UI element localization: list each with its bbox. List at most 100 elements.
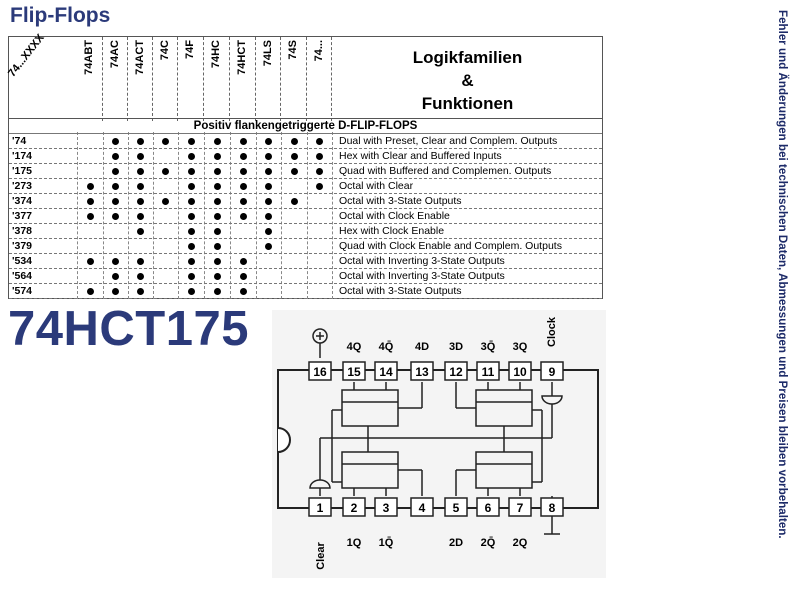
availability-dot (112, 288, 119, 295)
svg-text:4: 4 (419, 501, 426, 515)
family-column-header (281, 37, 307, 121)
family-column-header (153, 37, 178, 121)
pin-number: 4 (410, 497, 434, 517)
pin-number: 12 (444, 361, 468, 381)
availability-dot (187, 138, 195, 145)
row-description: Dual with Preset, Clear and Complem. Out… (339, 135, 558, 147)
availability-dot (239, 183, 247, 190)
column-divider (281, 132, 282, 299)
availability-dot (265, 183, 272, 190)
availability-dot (137, 273, 144, 280)
page-title: Flip-Flops (10, 4, 111, 27)
availability-dot (187, 243, 195, 250)
pin-label: 2Q̄ (481, 537, 496, 549)
pin-number: 16 (308, 361, 332, 381)
family-label: 74LS (262, 40, 274, 67)
availability-dot (86, 288, 94, 295)
availability-dot (137, 153, 144, 160)
table-row: '574 Octal with 3-State Outputs (9, 284, 602, 299)
availability-dot (265, 138, 272, 145)
row-code: '574 (12, 285, 33, 297)
svg-text:2: 2 (351, 501, 358, 515)
pin-number: 5 (444, 497, 468, 517)
family-label: 74ABT (83, 40, 95, 75)
section-heading: Positiv flankengetriggerte D-FLIP-FLOPS (9, 118, 602, 134)
pin-number: 6 (476, 497, 500, 517)
availability-dot (316, 153, 323, 160)
svg-text:12: 12 (449, 365, 463, 379)
column-divider (153, 132, 154, 299)
svg-text:16: 16 (313, 365, 327, 379)
availability-dot (213, 198, 221, 205)
pin-number: 11 (476, 361, 500, 381)
svg-text:10: 10 (513, 365, 527, 379)
availability-dot (137, 213, 144, 220)
availability-dot (213, 168, 221, 175)
column-divider (103, 132, 104, 299)
availability-dot (112, 168, 119, 175)
availability-dot (265, 153, 272, 160)
pin-number: 2 (342, 497, 366, 517)
availability-dot (316, 168, 323, 175)
availability-dot (112, 183, 119, 190)
row-description: Quad with Clock Enable and Complem. Outp… (339, 240, 562, 252)
family-column-header (204, 37, 230, 121)
availability-dot (213, 273, 221, 280)
column-divider (332, 132, 333, 299)
row-description: Hex with Clear and Buffered Inputs (339, 150, 502, 162)
availability-dot (239, 153, 247, 160)
pin-label: 1Q̄ (379, 537, 394, 549)
row-description: Octal with 3-State Outputs (339, 285, 462, 297)
availability-dot (213, 183, 221, 190)
availability-dot (213, 243, 221, 250)
family-label: 74S (287, 40, 299, 60)
availability-dot (137, 258, 144, 265)
availability-dot (239, 288, 247, 295)
family-label: 74AC (109, 40, 121, 69)
column-divider (128, 132, 129, 299)
pin-label: 2D (449, 537, 463, 549)
family-column-header (307, 37, 332, 121)
row-description: Octal with Inverting 3-State Outputs (339, 255, 505, 267)
availability-dot (316, 183, 323, 190)
disclaimer-note: Fehler und Änderungen bei technischen Da… (776, 10, 788, 539)
availability-dot (137, 168, 144, 175)
pin-label: Clear (315, 542, 327, 570)
availability-dot (137, 198, 144, 205)
availability-dot (112, 213, 119, 220)
row-code: '374 (12, 195, 33, 207)
functions-header: Logikfamilien & Funktionen (335, 46, 600, 115)
pin-label: 3D (449, 341, 463, 353)
availability-dot (187, 258, 195, 265)
pin-number: 13 (410, 361, 434, 381)
availability-dot (213, 213, 221, 220)
column-divider (77, 132, 78, 299)
svg-text:8: 8 (549, 501, 556, 515)
availability-dot (137, 183, 144, 190)
family-label: 74... (313, 40, 325, 62)
availability-dot (137, 288, 144, 295)
availability-dot (239, 198, 247, 205)
row-code: '273 (12, 180, 33, 192)
column-divider (204, 132, 205, 299)
availability-dot (187, 153, 195, 160)
availability-dot (265, 198, 272, 205)
pin-number: 7 (508, 497, 532, 517)
svg-text:13: 13 (415, 365, 429, 379)
row-code: '377 (12, 210, 33, 222)
availability-dot (187, 168, 195, 175)
availability-dot (290, 198, 298, 205)
row-code: '379 (12, 240, 33, 252)
functions-header-line2: & (461, 71, 474, 90)
row-code: '534 (12, 255, 33, 267)
pin-label: 4Q (347, 341, 362, 353)
pin-label: 3Q (513, 341, 528, 353)
availability-dot (239, 213, 247, 220)
pin-label: Clock (546, 316, 558, 347)
